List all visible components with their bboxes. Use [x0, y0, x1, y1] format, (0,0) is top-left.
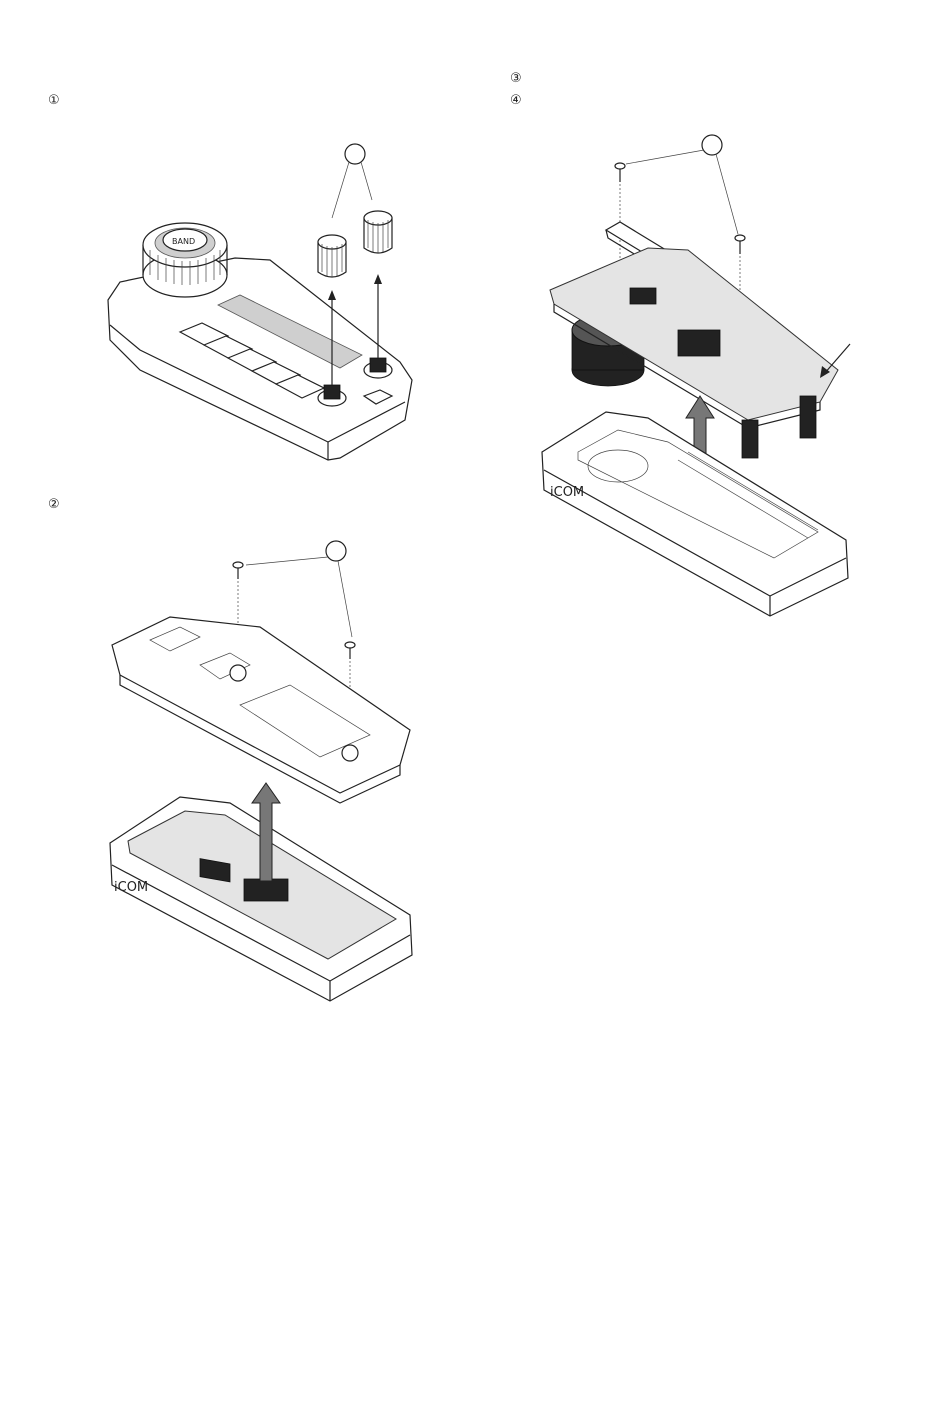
band-knob-label: BAND — [172, 237, 195, 246]
case-logo: iCOM — [114, 880, 148, 895]
front-panel-figure: BAND — [100, 140, 430, 470]
callout-circle — [345, 144, 365, 164]
potentiometer-right — [800, 396, 816, 438]
pcb-removal-figure: iCOM — [538, 130, 858, 620]
case-logo: iCOM — [550, 485, 584, 500]
pcb-connector — [630, 288, 656, 304]
band-knob: BAND — [143, 223, 227, 297]
step-1-marker: ① — [48, 94, 60, 108]
callout-circle — [326, 541, 346, 561]
step-3-marker: ③ — [510, 72, 522, 86]
pcb-chip — [678, 330, 720, 356]
pcb-pad — [244, 879, 288, 901]
rear-cover-figure: iCOM — [100, 535, 430, 1005]
potentiometer-left — [742, 420, 758, 458]
step-4-marker: ④ — [510, 94, 522, 108]
step-2-marker: ② — [48, 498, 60, 512]
callout-circle — [702, 135, 722, 155]
knob-right — [364, 211, 392, 253]
knob-left — [318, 235, 346, 277]
